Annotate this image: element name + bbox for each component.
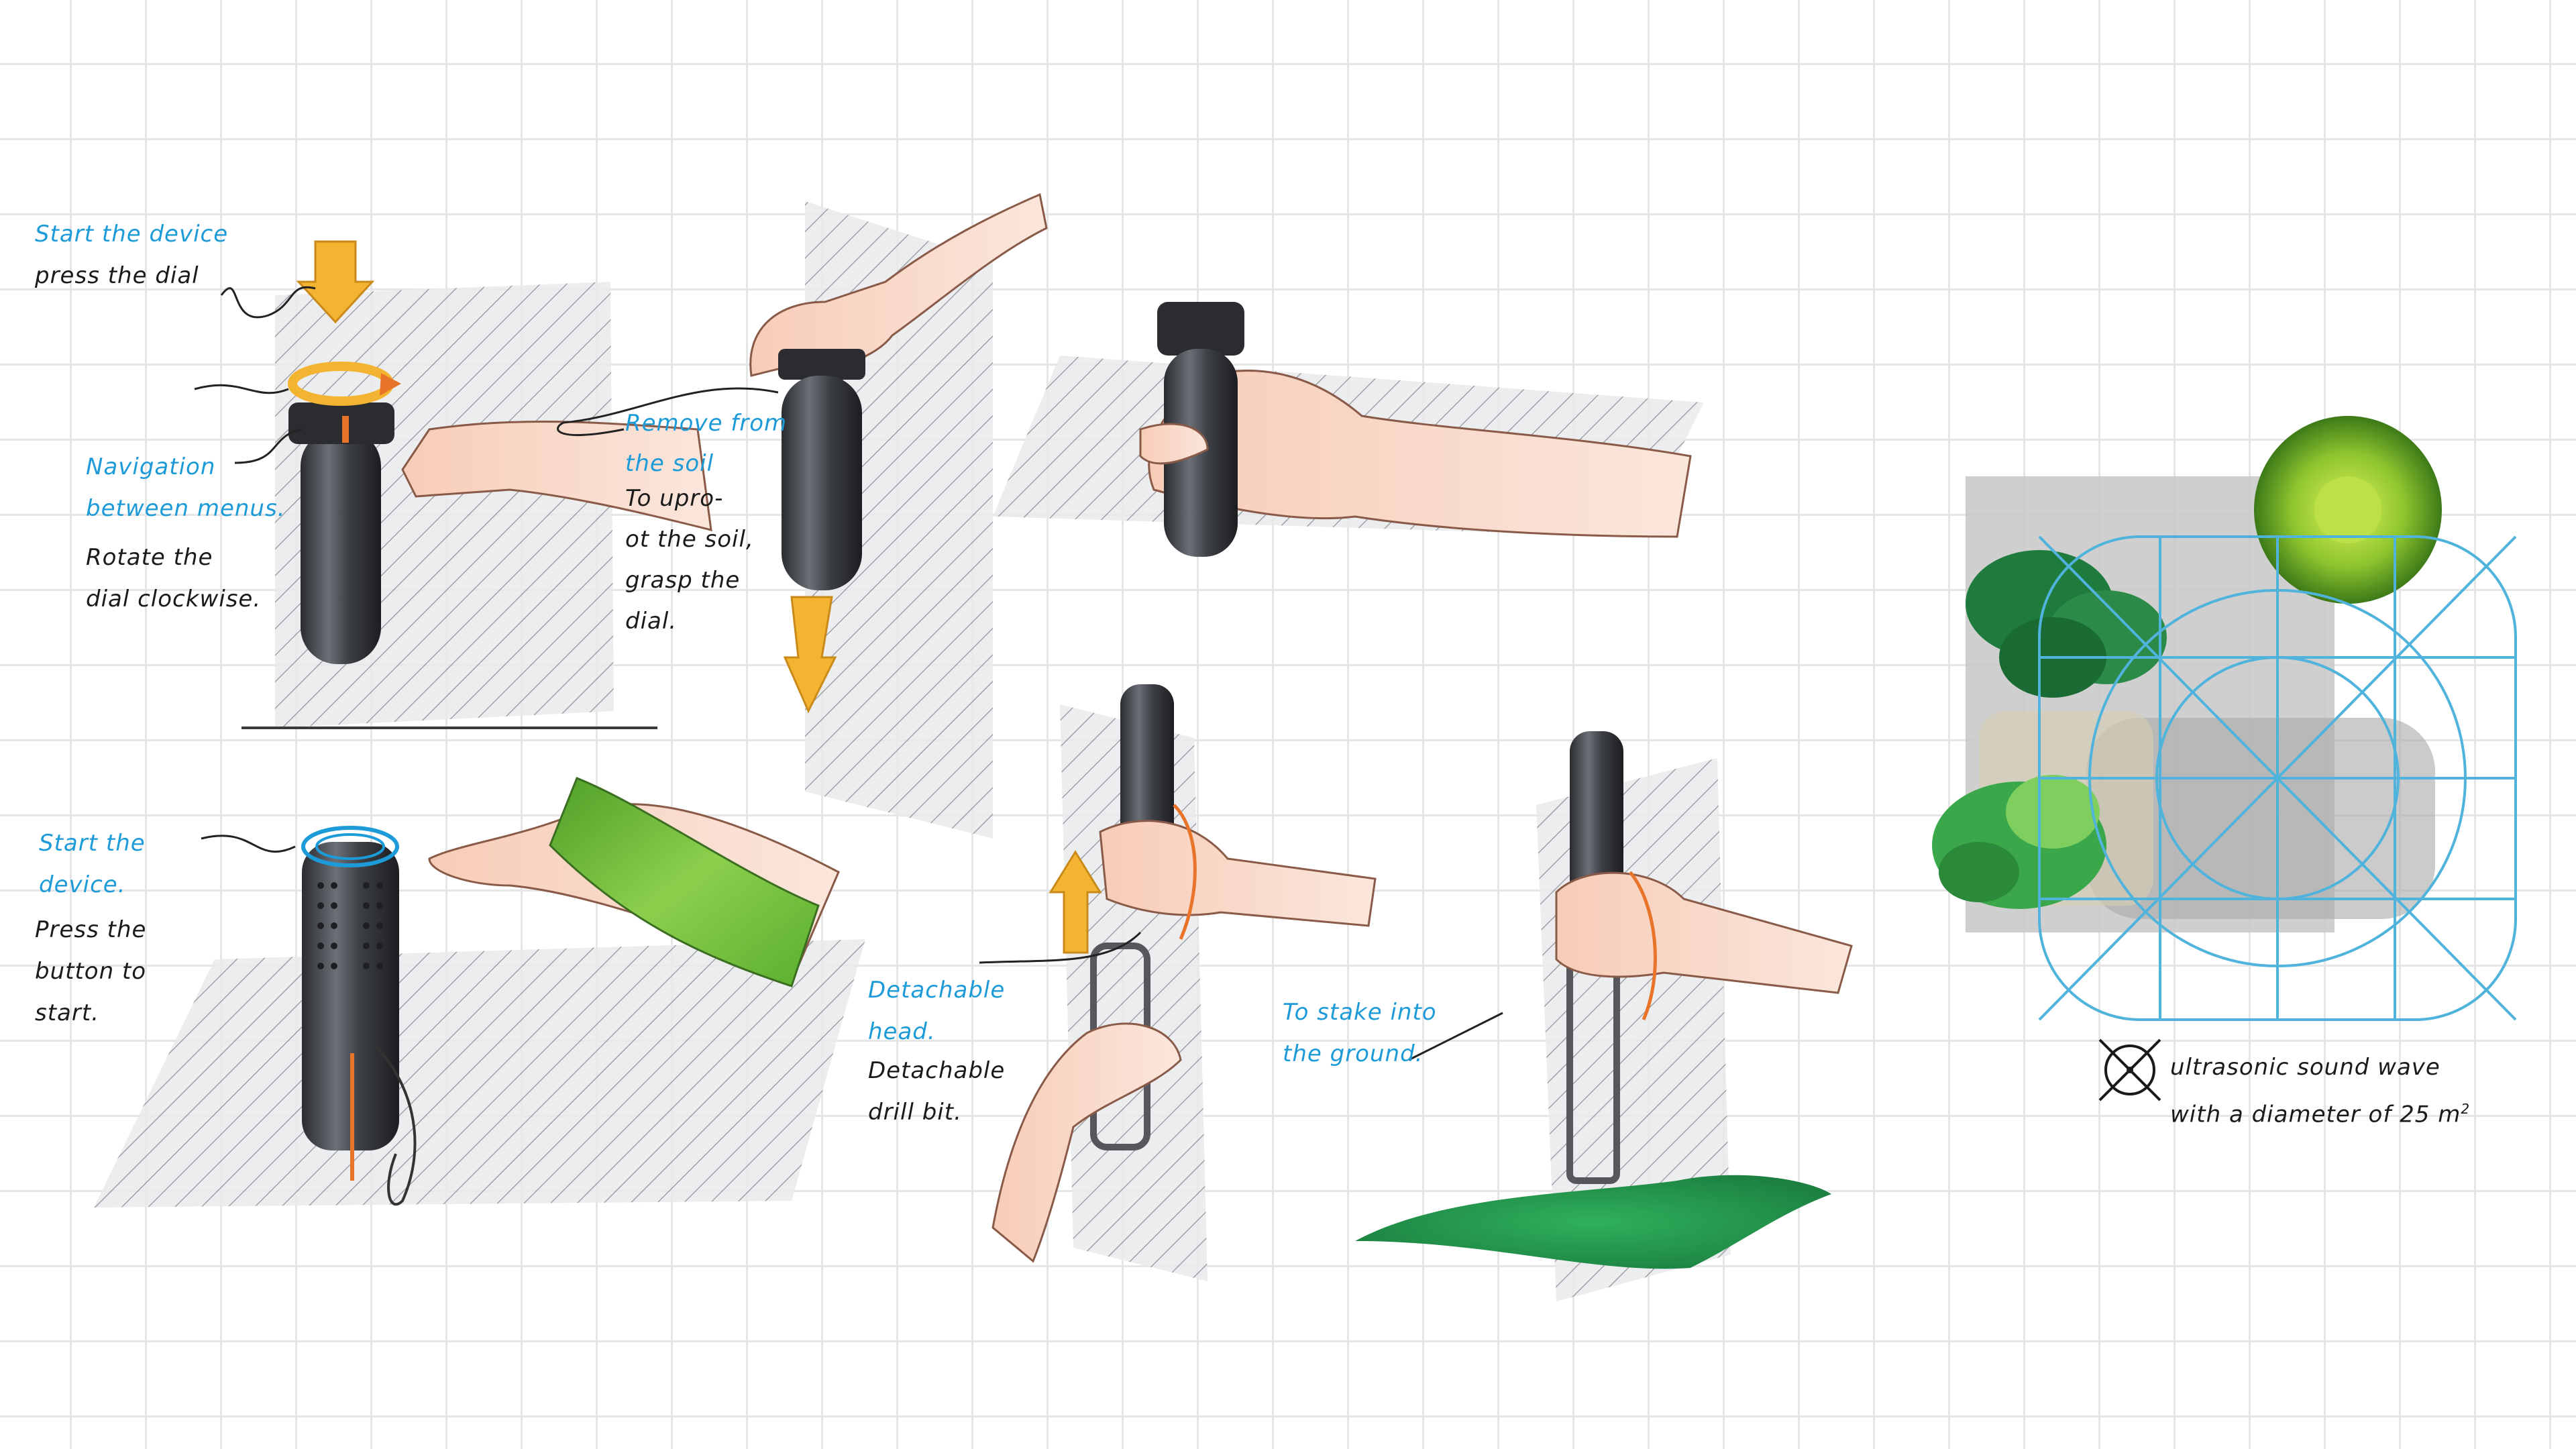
rotate-dial-text-line-2: dial clockwise. bbox=[86, 586, 262, 612]
rotate-dial-text-line-1: Rotate the bbox=[86, 544, 213, 571]
legend-exponent: 2 bbox=[2461, 1101, 2471, 1117]
lift-arrow-icon bbox=[1049, 850, 1102, 954]
ultrasonic-symbol-icon bbox=[2098, 1038, 2161, 1102]
hand bbox=[1148, 370, 1692, 538]
navigation-title-line-1: Navigation bbox=[86, 453, 216, 480]
panel-holding-device bbox=[993, 302, 1704, 557]
device-dial bbox=[778, 349, 865, 380]
remove-text-line-4: dial. bbox=[625, 608, 678, 635]
panel-press-button bbox=[94, 777, 865, 1208]
pull-arrow-icon bbox=[783, 596, 837, 714]
device-dial bbox=[1157, 302, 1244, 356]
leader-line bbox=[201, 835, 296, 853]
lanyard bbox=[1629, 871, 1657, 1020]
hand bbox=[749, 193, 1048, 377]
start-device-title: Start the device bbox=[35, 221, 229, 248]
navigation-title-line-2: between menus. bbox=[86, 495, 286, 522]
ultrasonic-wave-grid bbox=[2038, 535, 2517, 1021]
lanyard bbox=[1173, 804, 1197, 940]
rotate-arrowhead-icon bbox=[380, 373, 401, 396]
remove-text-line-3: grasp the bbox=[625, 567, 741, 594]
panel-stake-into-ground bbox=[1355, 731, 1853, 1301]
detachable-title-line-2: head. bbox=[868, 1018, 936, 1045]
drill-bit-text-line-1: Detachable bbox=[868, 1057, 1006, 1084]
press-button-text-line-2: button to bbox=[35, 958, 147, 985]
device-body bbox=[301, 429, 381, 664]
legend-text-line-1: ultrasonic sound wave bbox=[2170, 1054, 2440, 1081]
hatched-plane bbox=[94, 939, 865, 1208]
device-dial bbox=[288, 402, 394, 444]
press-button-text-line-3: start. bbox=[35, 1000, 99, 1026]
start-button-title-line-2: device. bbox=[39, 871, 126, 898]
hand bbox=[1555, 871, 1853, 994]
stake-title-line-1: To stake into bbox=[1283, 999, 1437, 1026]
drill-bit-text-line-2: drill bit. bbox=[868, 1099, 962, 1126]
grass-patch bbox=[1355, 1175, 1831, 1269]
leader-line bbox=[234, 428, 303, 464]
leader-line bbox=[557, 387, 779, 437]
press-button-text-line-1: Press the bbox=[35, 916, 147, 943]
hand bbox=[1099, 820, 1377, 927]
start-button-title-line-1: Start the bbox=[39, 830, 146, 857]
dial-marker bbox=[342, 416, 349, 443]
press-arrow-icon bbox=[296, 240, 375, 324]
device-body bbox=[302, 842, 399, 1150]
legend-unit: m bbox=[2438, 1101, 2461, 1128]
legend-diameter-text: with a diameter of 25 bbox=[2170, 1101, 2430, 1128]
shadow-area bbox=[2086, 718, 2435, 919]
button-ripple-icon bbox=[301, 826, 399, 867]
legend-text-line-2: with a diameter of 25 m2 bbox=[2170, 1088, 2470, 1135]
stake-title-line-2: the ground. bbox=[1283, 1040, 1424, 1067]
remove-title-line-1: Remove from bbox=[625, 410, 788, 437]
thumb bbox=[1139, 423, 1209, 465]
detachable-title-line-1: Detachable bbox=[868, 977, 1006, 1004]
panel-remove-from-soil bbox=[557, 193, 1048, 839]
panel-detachable-head bbox=[979, 684, 1377, 1281]
green-sleeve bbox=[549, 777, 820, 987]
leader-line bbox=[220, 286, 316, 319]
remove-title-line-2: the soil bbox=[625, 450, 714, 477]
remove-text-line-2: ot the soil, bbox=[625, 526, 754, 553]
hand bbox=[401, 420, 712, 531]
remove-text-line-1: To upro- bbox=[625, 485, 724, 512]
spiky-plant bbox=[2254, 416, 2442, 604]
button-ripple-icon bbox=[315, 833, 385, 860]
panel-plan-view bbox=[1932, 416, 2517, 1102]
leader-line bbox=[979, 931, 1142, 964]
leader-line bbox=[194, 384, 289, 394]
hand bbox=[991, 1022, 1182, 1263]
panel-press-dial bbox=[194, 240, 712, 729]
lanyard bbox=[374, 1045, 417, 1206]
leafy-plant-light bbox=[1932, 775, 2106, 909]
leader-line bbox=[1408, 1012, 1503, 1061]
speaker-grille bbox=[317, 882, 383, 969]
device-body bbox=[782, 376, 862, 590]
press-dial-text: press the dial bbox=[35, 262, 199, 289]
